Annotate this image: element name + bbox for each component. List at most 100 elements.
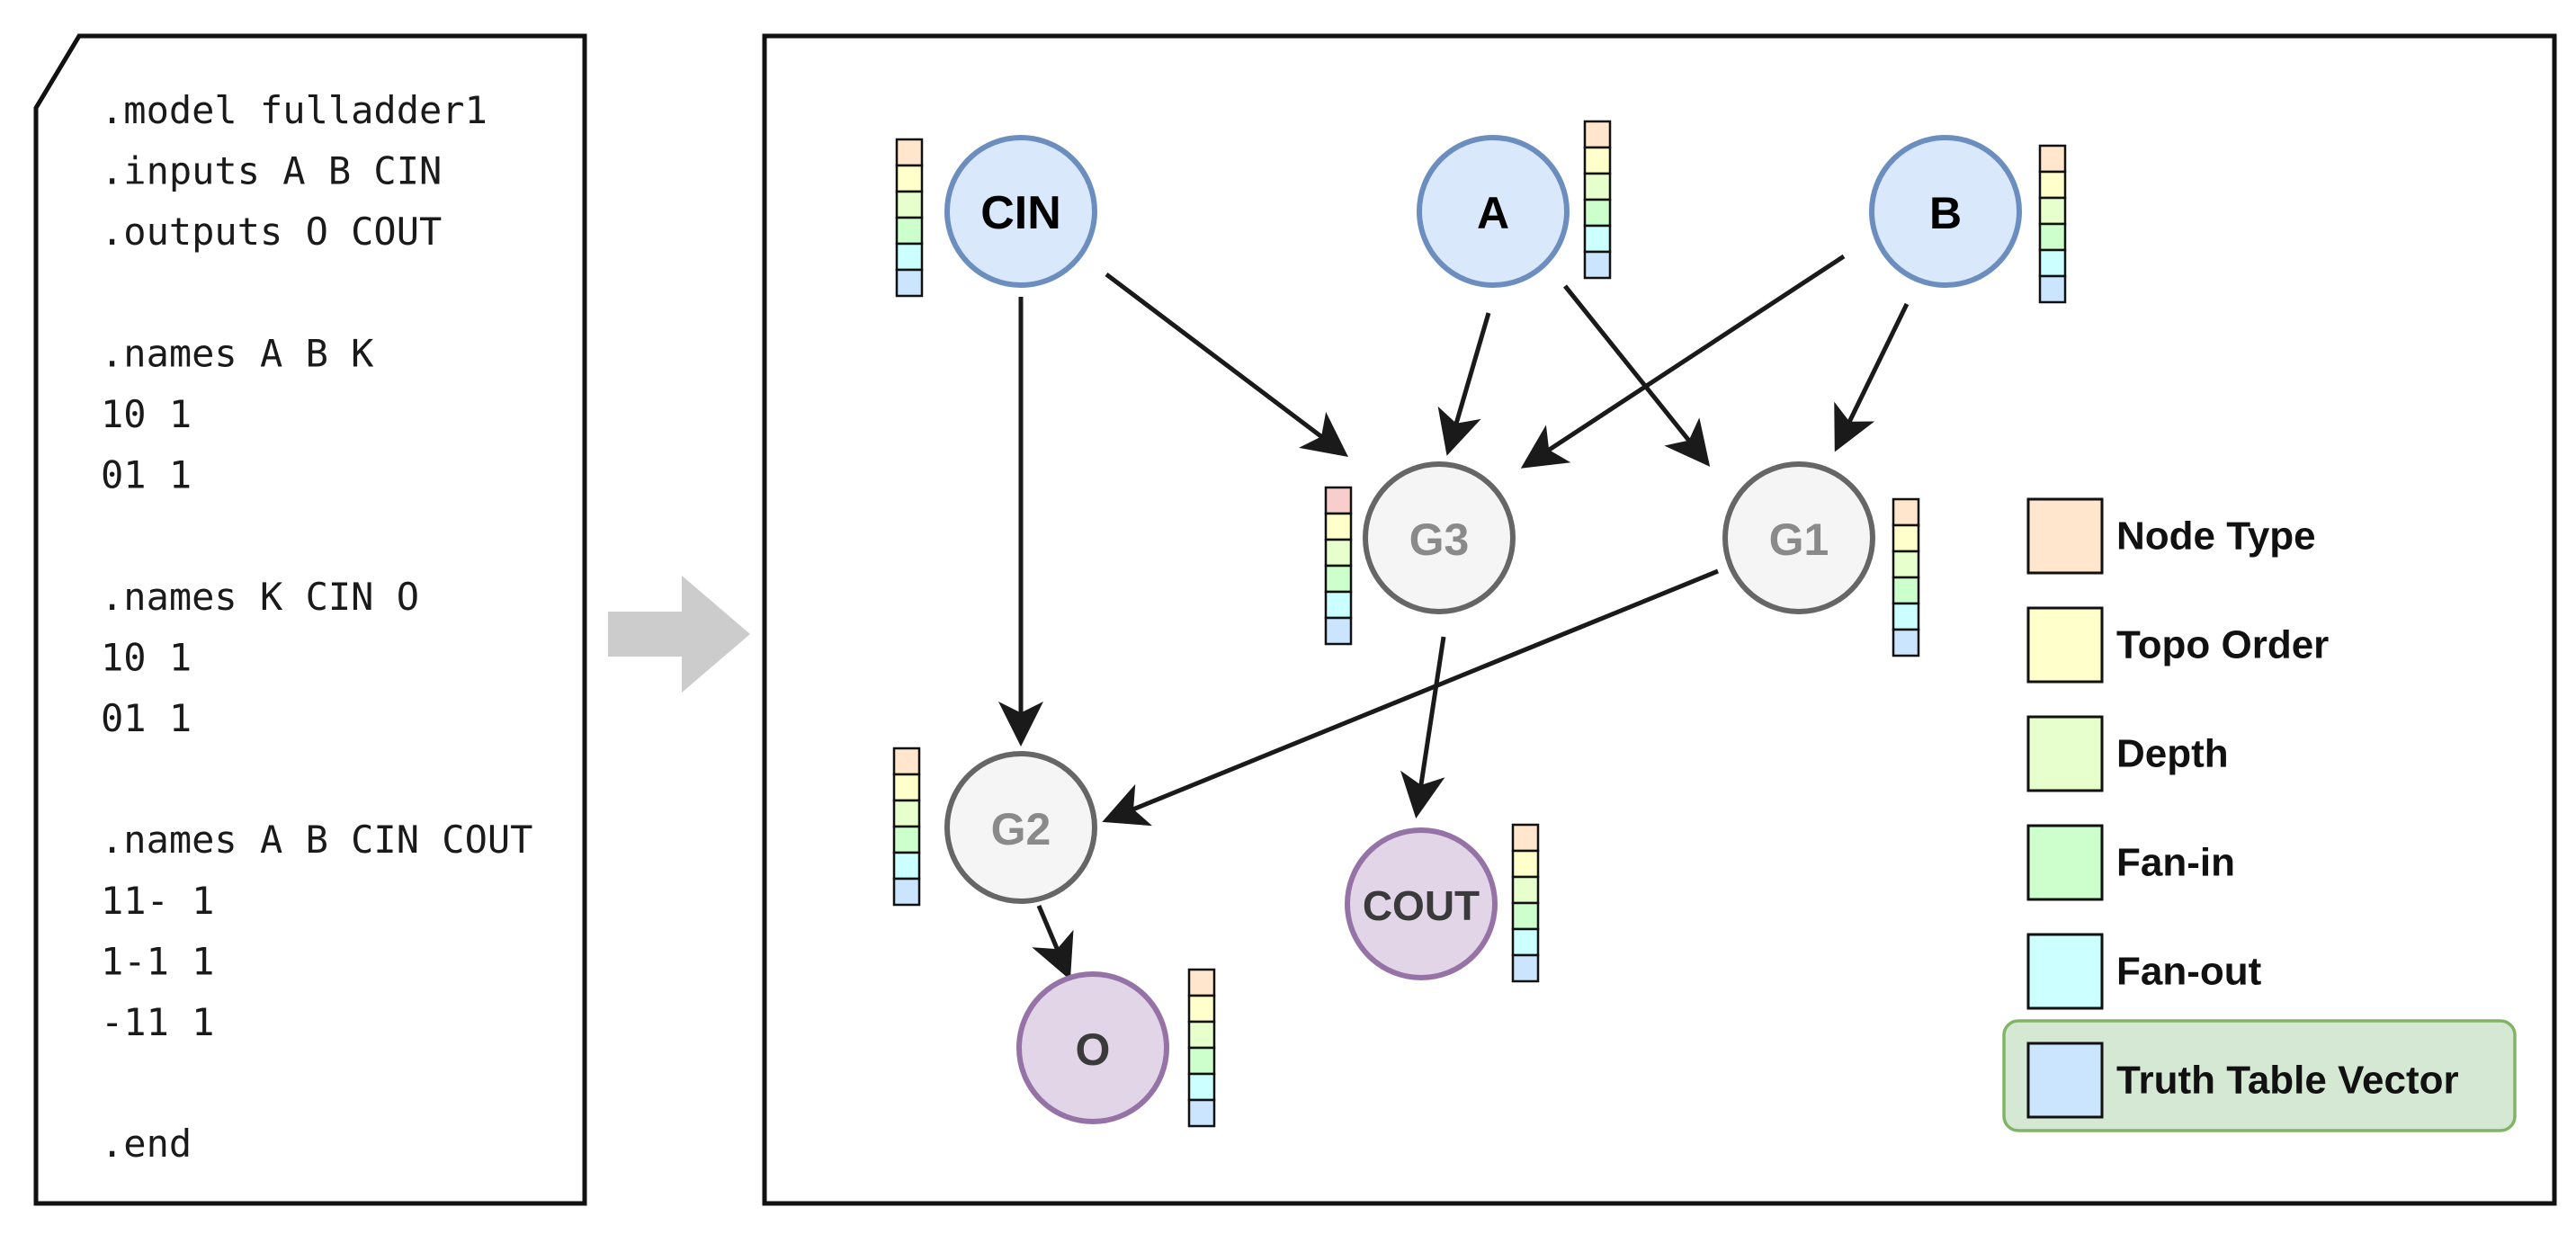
gate-node-circle: [1363, 461, 1516, 614]
code-line: .model fulladder1: [101, 88, 487, 132]
node-g2: G2: [892, 747, 1097, 907]
legend-item: Truth Table Vector: [2002, 1019, 2517, 1132]
feature-cell: [1511, 823, 1540, 853]
feature-cell: [1324, 590, 1353, 620]
feature-cell: [892, 825, 921, 854]
feature-cell: [1583, 198, 1612, 228]
feature-cell: [1511, 927, 1540, 957]
code-line: 11- 1: [101, 879, 214, 923]
edge-g1-to-g2: [1102, 568, 1719, 827]
feature-cell: [1511, 875, 1540, 905]
edge-b-to-g1: [1834, 302, 1910, 452]
node-g1: G1: [1722, 461, 1920, 657]
feature-cell: [1583, 224, 1612, 254]
feature-vector-bar: [1187, 968, 1216, 1128]
node-o: O: [1016, 968, 1216, 1128]
legend-swatch: [2026, 824, 2104, 901]
legend-highlight: [2002, 1019, 2517, 1132]
edge-a-to-g3: [1437, 312, 1491, 456]
code-line: -11 1: [101, 1000, 214, 1044]
code-line: 01 1: [101, 696, 192, 740]
legend-item: Depth: [2026, 715, 2229, 792]
feature-cell: [1187, 1072, 1216, 1102]
edge-b-to-g3: [1520, 254, 1846, 469]
legend-swatch: [2026, 497, 2104, 575]
blif-document: .model fulladder1.inputs A B CIN.outputs…: [33, 33, 587, 1206]
feature-cell: [892, 799, 921, 828]
feature-cell: [2038, 222, 2067, 252]
feature-vector-bar: [1511, 823, 1540, 983]
code-line: 10 1: [101, 392, 192, 436]
gate-node-circle: [944, 751, 1097, 904]
node-b: B: [1869, 135, 2067, 304]
document-frame: [33, 33, 587, 1206]
feature-cell: [1892, 628, 1920, 657]
node-label: COUT: [1363, 882, 1480, 929]
feature-vector-bar: [1324, 486, 1353, 646]
feature-vector-bar: [2038, 144, 2067, 304]
legend-label: Fan-out: [2116, 950, 2262, 994]
legend-label: Depth: [2116, 732, 2229, 776]
code-line: .names A B K: [101, 331, 374, 375]
legend-swatch: [2026, 1042, 2104, 1119]
node-label: G2: [991, 804, 1051, 854]
feature-cell: [1892, 523, 1920, 553]
feature-vector-bar: [895, 138, 924, 298]
code-line: .end: [101, 1122, 192, 1166]
transition-arrow-icon: [608, 576, 750, 693]
feature-vector-bar: [892, 747, 921, 907]
node-cin: CIN: [895, 135, 1097, 298]
feature-cell: [2038, 274, 2067, 304]
node-label: B: [1929, 188, 1962, 238]
edge-g3-to-cout: [1400, 636, 1446, 818]
legend-label: Truth Table Vector: [2116, 1059, 2459, 1103]
feature-cell: [1583, 172, 1612, 201]
legend-label: Topo Order: [2116, 623, 2329, 667]
code-line: .inputs A B CIN: [101, 149, 442, 193]
node-label: O: [1076, 1024, 1111, 1075]
code-line: .names K CIN O: [101, 575, 419, 619]
edge-g2-to-o: [1032, 905, 1074, 980]
feature-cell: [2038, 170, 2067, 200]
feature-cell: [895, 268, 924, 298]
blif-code: .model fulladder1.inputs A B CIN.outputs…: [101, 88, 532, 1166]
node-label: CIN: [980, 187, 1061, 239]
feature-cell: [1583, 250, 1612, 280]
node-label: G3: [1409, 514, 1470, 565]
feature-cell: [895, 216, 924, 246]
feature-cell: [1511, 953, 1540, 983]
feature-cell: [1324, 564, 1353, 594]
input-node-circle: [944, 135, 1097, 288]
code-line: 10 1: [101, 635, 192, 679]
feature-cell: [1583, 120, 1612, 149]
legend-item: Fan-out: [2026, 933, 2262, 1010]
code-line: 01 1: [101, 453, 192, 497]
feature-cell: [1324, 616, 1353, 646]
node-a: A: [1417, 120, 1612, 288]
node-cout: COUT: [1345, 823, 1540, 983]
node-g3: G3: [1324, 461, 1516, 646]
feature-cell: [895, 164, 924, 193]
legend-label: Fan-in: [2116, 841, 2235, 885]
feature-cell: [895, 138, 924, 167]
feature-cell: [892, 747, 921, 776]
feature-cell: [892, 773, 921, 802]
feature-cell: [895, 242, 924, 272]
feature-cell: [892, 877, 921, 907]
legend-label: Node Type: [2116, 514, 2316, 559]
legend-swatch: [2026, 715, 2104, 792]
input-node-circle: [1417, 135, 1570, 288]
code-line: 1-1 1: [101, 939, 214, 983]
node-label: A: [1477, 188, 1509, 238]
edge-a-to-g1: [1563, 284, 1711, 467]
node-label: G1: [1769, 514, 1829, 565]
feature-cell: [1511, 901, 1540, 931]
feature-cell: [1583, 146, 1612, 175]
code-line: .names A B CIN COUT: [101, 818, 532, 862]
feature-vector-bar: [1892, 497, 1920, 657]
feature-cell: [1187, 1020, 1216, 1050]
